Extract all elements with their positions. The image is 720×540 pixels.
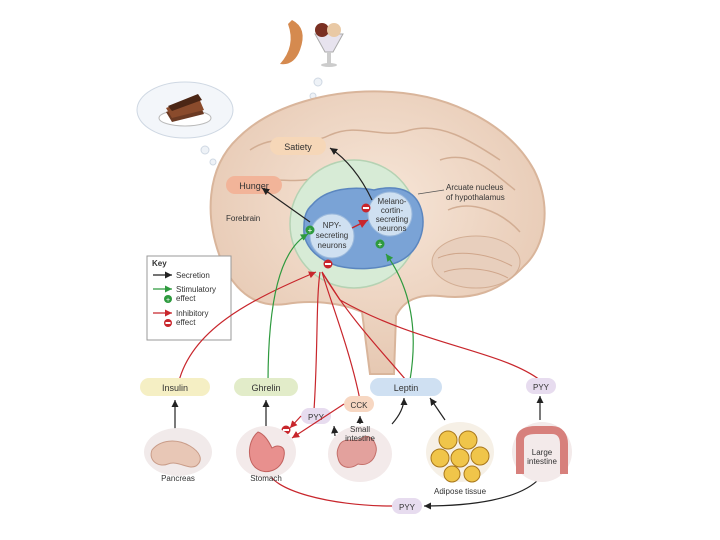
svg-text:+: +	[308, 226, 313, 235]
small-intestine-label: Small intestine	[345, 425, 375, 443]
large-intestine-illustration	[512, 422, 572, 482]
hypothalamus	[289, 159, 424, 289]
svg-text:secreting: secreting	[316, 231, 348, 240]
insulin-badge	[140, 378, 210, 396]
svg-text:Secretion: Secretion	[176, 271, 210, 280]
satiety-badge	[270, 137, 326, 155]
cck-label: CCK	[351, 401, 369, 410]
melanocortin-neurons	[367, 191, 413, 237]
npy-label: NPY- secreting neurons	[316, 221, 348, 250]
svg-text:neurons: neurons	[318, 241, 347, 250]
pyy-mid-label: PYY	[308, 413, 325, 422]
pancreas-illustration	[144, 428, 212, 476]
svg-text:cortin-: cortin-	[381, 206, 404, 215]
pyy-bottom-badge	[392, 498, 422, 514]
leptin-badge	[370, 378, 442, 396]
svg-text:intestine: intestine	[345, 434, 375, 443]
svg-text:neurons: neurons	[378, 224, 407, 233]
cake-icon	[158, 94, 212, 127]
svg-text:Small: Small	[350, 425, 370, 434]
svg-text:intestine: intestine	[527, 457, 557, 466]
large-intestine-label: Large intestine	[527, 448, 557, 466]
svg-text:Melano-: Melano-	[378, 197, 407, 206]
svg-text:Arcuate nucleus: Arcuate nucleus	[446, 183, 503, 192]
svg-text:+: +	[166, 297, 170, 304]
svg-text:effect: effect	[176, 318, 196, 327]
svg-text:Inhibitory: Inhibitory	[176, 309, 208, 318]
svg-text:NPY-: NPY-	[323, 221, 342, 230]
melanocortin-label: Melano- cortin- secreting neurons	[376, 197, 408, 233]
forebrain-label: Forebrain	[226, 214, 260, 223]
npy-to-hunger-arrow	[261, 187, 311, 223]
leptin-label: Leptin	[394, 383, 419, 393]
pyy-bottom-label: PYY	[399, 503, 416, 512]
pyy-mid-badge	[301, 408, 331, 424]
stomach-illustration	[236, 426, 296, 478]
arcuate-label: Arcuate nucleus of hypothalamus	[417, 183, 505, 202]
insulin-label: Insulin	[162, 383, 188, 393]
key-legend: Key Secretion Stimulatory effect + Inhib…	[146, 255, 232, 341]
adipose-illustration	[426, 422, 494, 483]
ghrelin-badge	[234, 378, 298, 396]
npy-neurons	[309, 213, 355, 259]
croissant-sundae-icon	[280, 20, 344, 67]
svg-text:Key: Key	[152, 259, 167, 268]
svg-text:+: +	[378, 240, 383, 249]
stomach-label: Stomach	[250, 474, 282, 483]
pyy-right-badge	[526, 378, 556, 394]
svg-text:secreting: secreting	[376, 215, 408, 224]
food-thought-bubbles	[136, 20, 344, 166]
hunger-label: Hunger	[239, 181, 269, 191]
svg-text:Stimulatory: Stimulatory	[176, 285, 216, 294]
hormone-pathways	[177, 233, 541, 411]
svg-text:effect: effect	[176, 294, 196, 303]
adipose-label: Adipose tissue	[434, 487, 487, 496]
stimulate-icon	[375, 239, 385, 249]
pyy-right-label: PYY	[533, 383, 550, 392]
small-intestine-illustration	[328, 426, 392, 482]
svg-text:of hypothalamus: of hypothalamus	[446, 193, 505, 202]
melano-to-satiety-arrow	[329, 147, 373, 201]
pancreas-label: Pancreas	[161, 474, 195, 483]
satiety-label: Satiety	[284, 142, 312, 152]
npy-inhibits-melano-arrow	[351, 219, 369, 229]
svg-text:Large: Large	[532, 448, 553, 457]
cck-badge	[344, 396, 374, 412]
ghrelin-label: Ghrelin	[251, 383, 280, 393]
stimulate-icon	[305, 225, 315, 235]
